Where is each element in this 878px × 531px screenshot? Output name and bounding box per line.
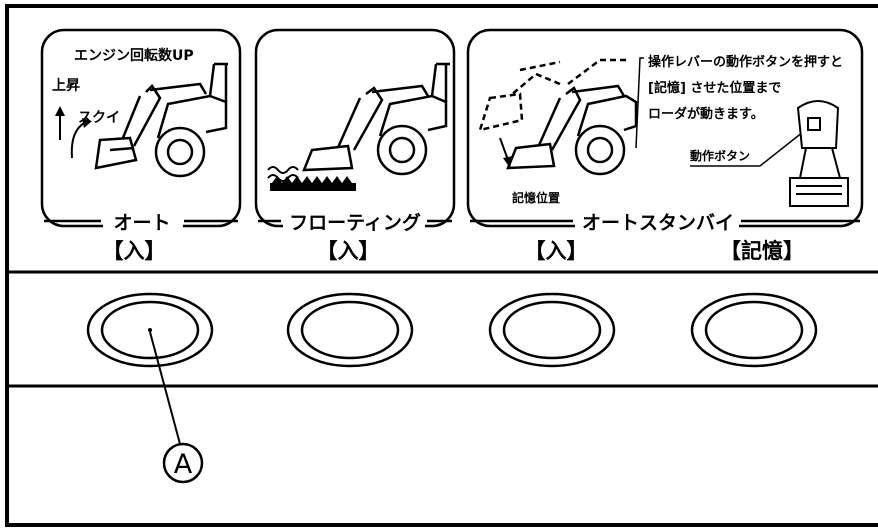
callout-leader-line bbox=[149, 331, 181, 445]
instruction-line-2: [記憶] させた位置まで bbox=[648, 80, 781, 96]
tractor-illustration bbox=[302, 62, 450, 176]
engine-rpm-up-note: エンジン回転数UP bbox=[74, 47, 194, 64]
mode-label-1: 【入】 bbox=[103, 239, 166, 263]
auto-standby-button[interactable] bbox=[488, 292, 616, 368]
tractor-illustration bbox=[478, 58, 638, 176]
ground-waves bbox=[267, 166, 299, 182]
action-button-label: 動作ボタン bbox=[690, 148, 750, 163]
panel-floating: フローティング bbox=[254, 28, 456, 234]
floating-button[interactable] bbox=[286, 292, 414, 368]
panel-floating-label: フローティング bbox=[289, 211, 421, 234]
panel-auto-standby-label: オートスタンバイ bbox=[582, 212, 734, 234]
mode-label-3: 【入】 bbox=[525, 239, 588, 263]
panel-auto-standby: オートスタンバイ 操作レバーの動作ボタンを押すと [記憶] させた位置まで ロー… bbox=[466, 28, 864, 234]
panel-frame bbox=[5, 4, 878, 527]
button-center-dot bbox=[148, 328, 152, 332]
tractor-illustration bbox=[94, 62, 228, 178]
callout-a-circle bbox=[162, 442, 204, 484]
raise-note: 上昇 bbox=[52, 78, 80, 94]
mode-label-2: 【入】 bbox=[317, 239, 380, 263]
panel-auto-label: オート bbox=[113, 212, 170, 234]
memory-button[interactable] bbox=[690, 292, 818, 368]
panel-auto: オート エンジン回転数UP 上昇 スクイ bbox=[40, 28, 242, 234]
instruction-line-1: 操作レバーの動作ボタンを押すと bbox=[648, 54, 843, 70]
instruction-line-3: ローダが動きます。 bbox=[648, 106, 764, 122]
memory-position-label: 記憶位置 bbox=[512, 190, 560, 205]
lever-illustration bbox=[789, 100, 849, 207]
mode-label-4: 【記憶】 bbox=[720, 239, 804, 263]
callout-a-label: A bbox=[174, 449, 193, 480]
